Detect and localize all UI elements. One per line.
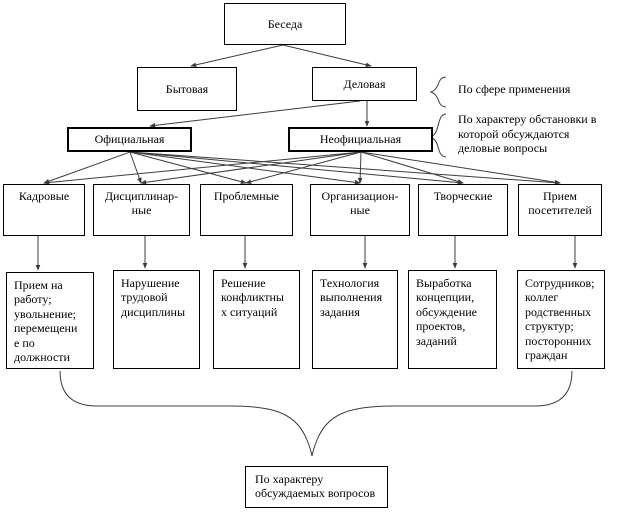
node-neofitsialnaya: Неофициальная	[288, 127, 433, 152]
annotation-setting: По характеру обстановки в которой обсужд…	[458, 112, 597, 156]
node-distsiplinarnye: Дисциплинар- ные	[93, 184, 190, 236]
detail-organizatsionnye: Технология выполнения задания	[312, 270, 398, 369]
detail-kadrovye: Прием на работу; увольнение; перемещени …	[6, 272, 94, 369]
node-topics-label: По характеру обсуждаемых вопросов	[245, 466, 388, 508]
node-kadrovye: Кадровые	[3, 184, 85, 236]
detail-tvorcheskie: Выработка концепции, обсуждение проектов…	[408, 270, 497, 369]
detail-problemnye: Решение конфликтны х ситуаций	[213, 270, 300, 369]
annotation-sphere: По сфере применения	[458, 82, 571, 96]
node-organizatsionnye: Организацион- ные	[310, 184, 410, 236]
node-ofitsialnaya: Официальная	[67, 127, 192, 152]
node-bytovaya: Бытовая	[137, 67, 237, 111]
node-problemnye: Проблемные	[200, 184, 293, 236]
node-priem-posetitelei: Прием посетителей	[518, 184, 602, 236]
brace-sphere	[429, 76, 447, 108]
detail-distsiplinarnye: Нарушение трудовой дисциплины	[113, 270, 200, 369]
node-tvorcheskie: Творческие	[418, 184, 508, 236]
node-beseda: Беседа	[224, 3, 346, 45]
detail-priem-posetitelei: Сотрудников; коллег родственных структур…	[517, 270, 605, 369]
node-delovaya: Деловая	[312, 67, 417, 101]
brace-topics	[59, 370, 573, 457]
brace-setting	[429, 113, 447, 158]
